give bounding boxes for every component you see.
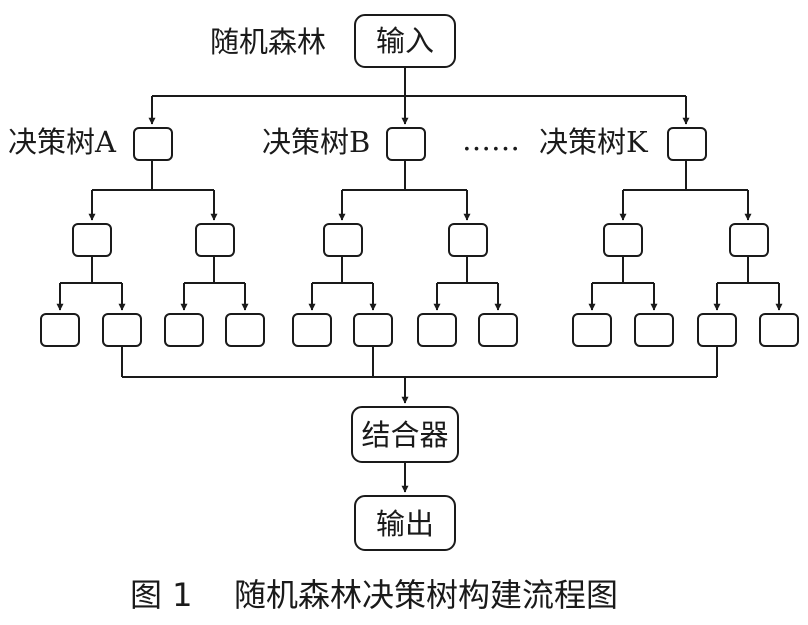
combiner-node-label: 结合器: [361, 418, 448, 452]
ellipsis-label: ……: [462, 123, 520, 157]
input-node-label: 输入: [376, 24, 434, 58]
tree-a-right-split: [184, 256, 245, 284]
tree-a-label: 决策树A: [8, 125, 117, 159]
tree-a-child-node: [72, 223, 112, 257]
tree-b-root-node: [386, 127, 426, 161]
tree-a-edges: [92, 160, 214, 191]
leaf-node: [353, 313, 393, 347]
tree-b-child-node: [323, 223, 363, 257]
tree-b-right-split: [437, 256, 498, 284]
tree-k-child-node: [603, 223, 643, 257]
leaf-node: [225, 313, 265, 347]
leaf-node: [478, 313, 518, 347]
leaf-node: [292, 313, 332, 347]
leaf-node: [102, 313, 142, 347]
tree-k-left-split: [592, 256, 654, 284]
tree-a-left-split: [60, 256, 122, 284]
aggregation-edges: [121, 346, 718, 378]
tree-k-root-node: [667, 127, 707, 161]
leaf-node: [572, 313, 612, 347]
figure-number: 图 1: [130, 576, 193, 614]
leaf-node: [40, 313, 80, 347]
tree-k-label: 决策树K: [539, 125, 649, 159]
tree-b-child-node: [448, 223, 488, 257]
forest-label: 随机森林: [210, 25, 326, 59]
leaf-node: [417, 313, 457, 347]
tree-a-child-node: [195, 223, 235, 257]
tree-b-label: 决策树B: [262, 125, 370, 159]
leaf-node: [697, 313, 737, 347]
tree-k-right-split: [717, 256, 779, 284]
leaf-node: [634, 313, 674, 347]
output-node-label: 输出: [376, 507, 434, 541]
leaf-node: [164, 313, 204, 347]
tree-b-left-split: [312, 256, 373, 284]
tree-k-edges: [623, 160, 748, 191]
leaf-node: [759, 313, 799, 347]
tree-k-child-node: [729, 223, 769, 257]
tree-b-edges: [342, 160, 467, 191]
figure-caption: 随机森林决策树构建流程图: [234, 576, 618, 614]
tree-a-root-node: [133, 127, 173, 161]
output-node: [354, 495, 456, 551]
